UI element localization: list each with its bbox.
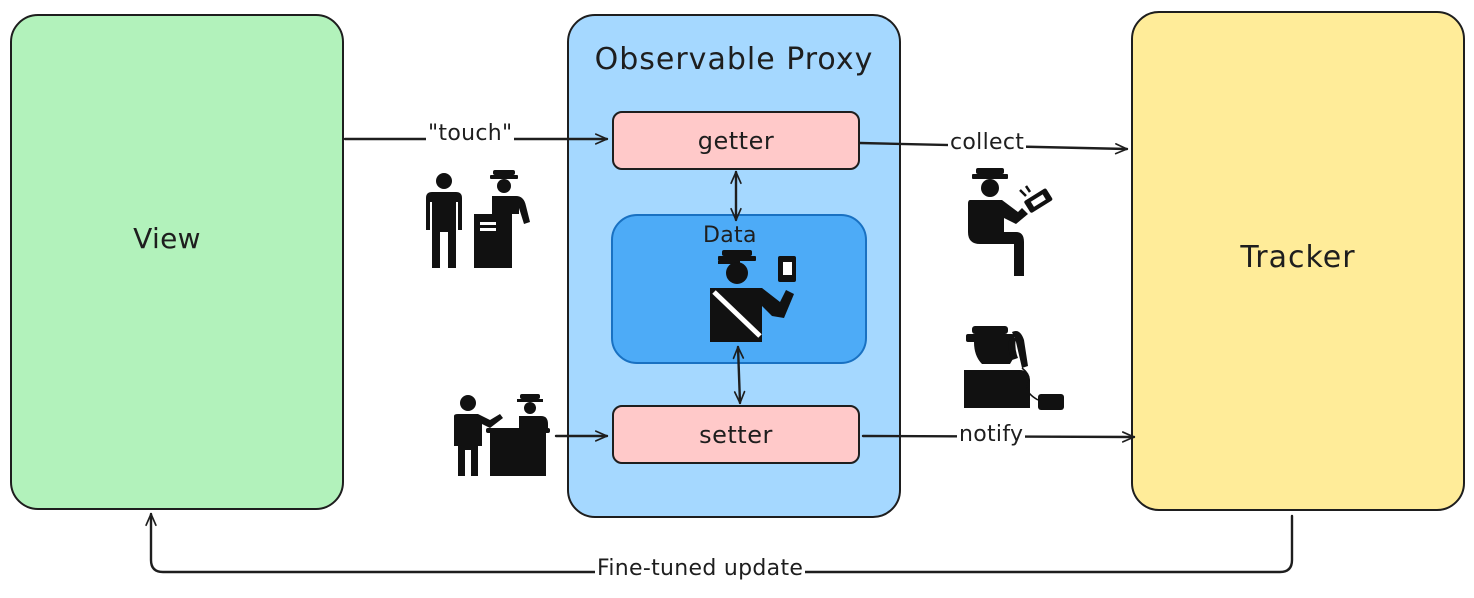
officer-scanning-icon: [968, 168, 1053, 276]
update-edge-label: Fine-tuned update: [595, 556, 806, 581]
collect-edge-label: collect: [948, 130, 1027, 155]
data-setter-edge: [732, 345, 746, 405]
tracker-title: Tracker: [1240, 240, 1356, 275]
reception-desk-icon: [454, 394, 550, 476]
getter-label: getter: [697, 126, 775, 155]
setter-label: setter: [699, 420, 773, 449]
proxy-title: Observable Proxy: [594, 42, 874, 77]
officer-phone-icon: [964, 326, 1064, 410]
view-box: [10, 14, 344, 510]
tracker-box: [1131, 11, 1465, 511]
setter-node: setter: [612, 405, 860, 464]
customs-inspection-icon: [426, 170, 530, 268]
getter-node: getter: [612, 111, 860, 170]
touch-edge-label: "touch": [426, 121, 515, 146]
passport-control-officer-icon: [710, 250, 796, 342]
data-label: Data: [703, 223, 757, 248]
view-title: View: [133, 222, 201, 255]
notify-edge-label: notify: [957, 422, 1026, 447]
